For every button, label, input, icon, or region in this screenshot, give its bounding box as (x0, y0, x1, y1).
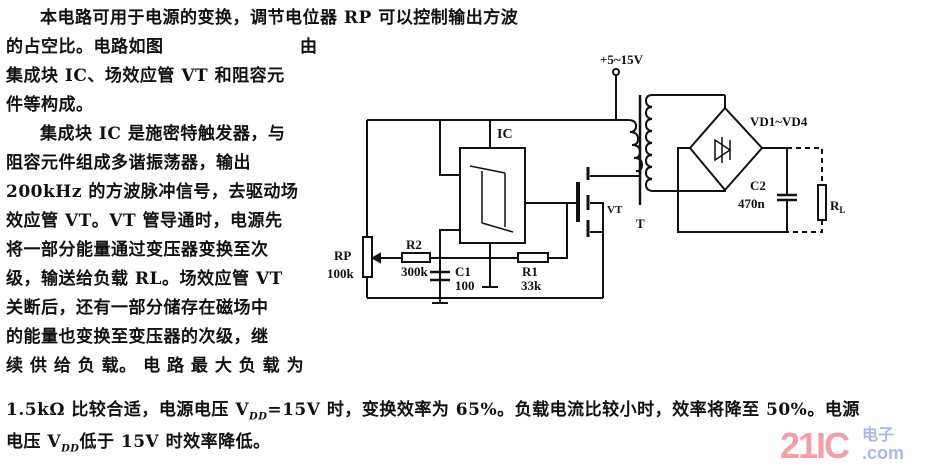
text-line: 电压 VDD低于 15V 时效率降低。 (6, 432, 271, 459)
r2-value: 300k (401, 264, 429, 279)
rl-main: R (830, 198, 840, 213)
vt-label: VT (607, 204, 623, 216)
c1-capacitor (430, 270, 450, 282)
rp-value: 100k (327, 266, 355, 281)
diode-icon (714, 137, 732, 163)
text-line: 集成块 IC、场效应管 VT 和阻容元 (6, 66, 285, 86)
transformer-label: T (636, 216, 645, 231)
load-wire-dashed (787, 147, 823, 233)
watermark-21ic: 21IC (780, 425, 850, 466)
r1-label: R1 (522, 264, 538, 279)
c1-value: 100 (455, 278, 475, 293)
primary-coil (590, 119, 644, 177)
text-segment: 1.5kΩ 比较合适，电源电压 V (6, 400, 250, 420)
text-segment: 低于 15V 时效率降低。 (79, 432, 271, 452)
bridge-rectifier (688, 106, 764, 192)
rl-label: RL (830, 198, 845, 215)
watermark-domain: .com (862, 443, 905, 463)
subscript: DD (249, 411, 268, 423)
text-line: 效应管 VT。VT 管导通时，电源先 (6, 211, 283, 231)
text-line: 本电路可用于电源的变换，调节电位器 RP 可以控制输出方波 (40, 8, 519, 28)
r2-resistor (401, 252, 431, 263)
text-line: 的能量也变换至变压器的次级，继 (6, 327, 269, 347)
c1-label: C1 (455, 264, 471, 279)
circuit-diagram: +5~15V IC RP 100k R2 300k C1 100 R1 33k … (327, 52, 845, 304)
text-line: 1.5kΩ 比较合适，电源电压 VDD=15V 时，变换效率为 65%。负载电流… (6, 400, 860, 427)
vt-source-wire (590, 202, 604, 298)
watermark-cn: 电子 (862, 427, 895, 444)
supply-label: +5~15V (600, 52, 644, 67)
ic-label: IC (497, 127, 513, 142)
supply-terminal (612, 68, 620, 76)
text-line: 的占空比。电路如图 (6, 37, 164, 57)
rp-potentiometer (362, 236, 373, 278)
c2-label: C2 (750, 178, 766, 193)
text-line: 将一部分能量通过变压器变换至次 (6, 240, 269, 260)
wiper-arrow (370, 252, 381, 264)
c2-capacitor (777, 193, 797, 202)
text-line: 200kHz 的方波脉冲信号，去驱动场 (6, 182, 299, 202)
wire (525, 202, 578, 259)
wire (439, 120, 491, 176)
text-line: 续 供 给 负 载。 电 路 最 大 负 载 为 (6, 356, 305, 376)
secondary-coil (644, 94, 726, 192)
text-line: 关断后，还有一部分储存在磁场中 (6, 298, 269, 318)
schmitt-symbol (469, 165, 514, 233)
wire (432, 229, 460, 304)
text-segment: 电压 V (6, 432, 62, 452)
r2-label: R2 (406, 237, 422, 252)
rl-resistor (817, 184, 827, 221)
ic-box (459, 147, 526, 244)
subscript: DD (61, 443, 80, 455)
text-line: 集成块 IC 是施密特触发器，与 (40, 124, 286, 144)
ground-wire (482, 243, 498, 288)
text-line: 级，输送给负载 RL。场效应管 VT (6, 269, 283, 289)
text-line: 件等构成。 (6, 95, 94, 115)
text-segment: =15V 时，变换效率为 65%。负载电流比较小时，效率将降至 50%。电源 (267, 400, 860, 420)
rl-subscript: L (839, 205, 845, 215)
bridge-label: VD1~VD4 (750, 114, 808, 129)
text-line: 由 (300, 37, 318, 57)
rp-label: RP (334, 248, 351, 263)
watermark-logo: 21IC 电子 .com (780, 428, 940, 464)
r1-resistor (517, 252, 549, 263)
text-line: 阻容元件组成多谐振荡器，输出 (6, 153, 251, 173)
c2-value: 470n (738, 196, 766, 211)
r1-value: 33k (521, 278, 542, 293)
